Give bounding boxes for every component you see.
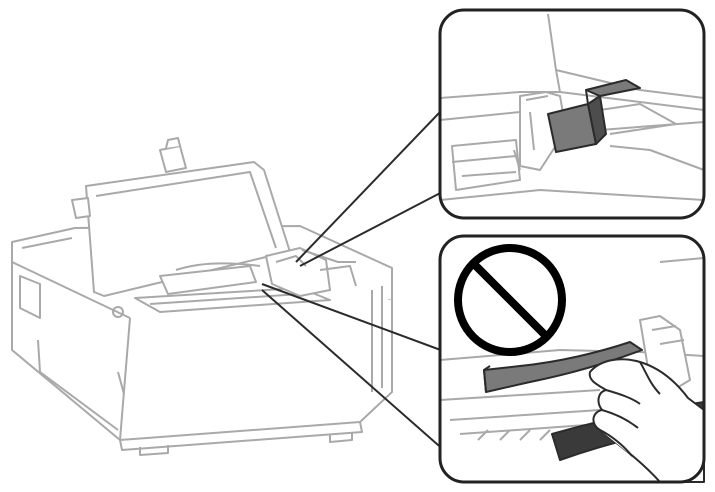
detail-top-panel [438, 8, 706, 220]
protective-tape [547, 79, 641, 153]
printer-carriage [159, 247, 357, 297]
detail-bottom-panel [438, 234, 706, 484]
prohibition-icon [454, 244, 566, 356]
hand-icon [588, 358, 705, 483]
callout-lines [261, 111, 447, 453]
